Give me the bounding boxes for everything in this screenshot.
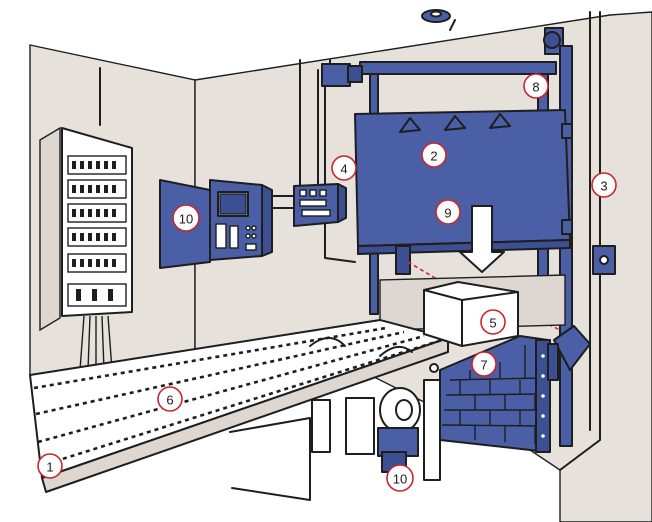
ceiling-sensor bbox=[421, 9, 451, 23]
label-6: 6 bbox=[157, 386, 183, 412]
breaker-switches bbox=[72, 161, 116, 301]
label-9: 9 bbox=[435, 199, 461, 225]
motor bbox=[321, 63, 351, 87]
label-8: 8 bbox=[523, 73, 549, 99]
press-direction-arrow bbox=[459, 205, 505, 273]
brick-base bbox=[439, 335, 551, 453]
svg-text:10: 10 bbox=[393, 472, 407, 487]
label-3: 3 bbox=[591, 172, 617, 198]
label-4: 4 bbox=[331, 155, 357, 181]
svg-text:1: 1 bbox=[46, 460, 53, 475]
svg-text:10: 10 bbox=[179, 212, 193, 227]
sensor-right bbox=[547, 325, 591, 381]
svg-text:7: 7 bbox=[480, 358, 487, 373]
svg-text:5: 5 bbox=[489, 316, 496, 331]
label-7: 7 bbox=[471, 351, 497, 377]
svg-text:6: 6 bbox=[166, 393, 173, 408]
svg-text:3: 3 bbox=[600, 179, 607, 194]
number-labels: 1 2 3 4 5 6 7 8 9 10 10 bbox=[37, 73, 617, 492]
sensor-left bbox=[395, 245, 411, 275]
pulley-wheel bbox=[543, 31, 561, 49]
press-head bbox=[354, 109, 573, 275]
svg-text:2: 2 bbox=[430, 149, 437, 164]
label-1: 1 bbox=[37, 453, 63, 479]
conveyor-side bbox=[41, 337, 449, 493]
label-10-panel: 10 bbox=[172, 204, 200, 232]
svg-text:9: 9 bbox=[444, 206, 451, 221]
cabinet-wires bbox=[79, 315, 113, 371]
conveyor bbox=[29, 319, 449, 501]
cabinet-door bbox=[39, 126, 61, 332]
electrical-cabinet bbox=[39, 126, 133, 371]
label-10-motor: 10 bbox=[386, 464, 414, 492]
small-control-unit bbox=[293, 183, 347, 227]
svg-text:4: 4 bbox=[340, 162, 347, 177]
svg-text:8: 8 bbox=[532, 80, 539, 95]
drive-motor bbox=[345, 387, 421, 473]
product-box bbox=[423, 281, 519, 347]
label-5: 5 bbox=[480, 309, 506, 335]
conduits bbox=[99, 11, 601, 471]
wall-socket bbox=[592, 245, 616, 275]
top-beam bbox=[359, 61, 557, 75]
label-2: 2 bbox=[421, 142, 447, 168]
